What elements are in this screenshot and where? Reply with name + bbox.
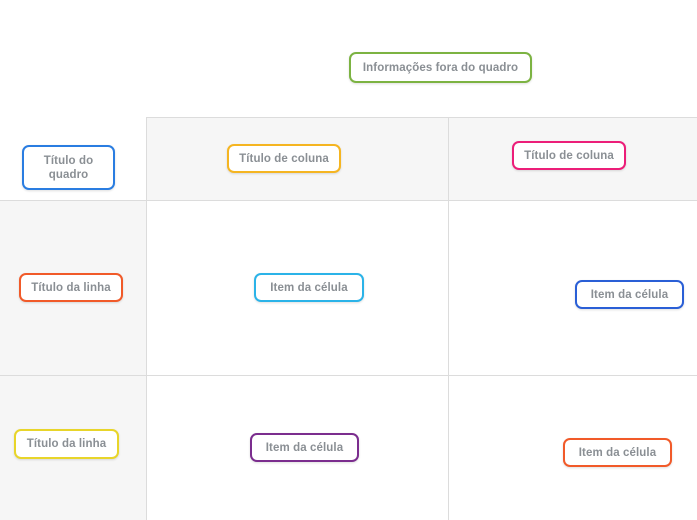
column-header-chip-1[interactable]: Título de coluna <box>227 144 341 173</box>
column-header-chip-2[interactable]: Título de coluna <box>512 141 626 170</box>
grid-line-row-header-right <box>146 117 147 520</box>
cell-item-chip-r2c2[interactable]: Item da célula <box>563 438 672 467</box>
row-header-chip-1[interactable]: Título da linha <box>19 273 123 302</box>
grid-line-row-1-bottom <box>0 375 697 376</box>
grid-line-column-1-right <box>448 117 449 520</box>
row-header-chip-2[interactable]: Título da linha <box>14 429 119 459</box>
outside-board-note-chip[interactable]: Informações fora do quadro <box>349 52 532 83</box>
cell-item-chip-r1c1[interactable]: Item da célula <box>254 273 364 302</box>
grid-line-header-top <box>147 117 697 118</box>
grid-line-header-bottom <box>0 200 697 201</box>
board-title-chip[interactable]: Título do quadro <box>22 145 115 190</box>
cell-item-chip-r1c2[interactable]: Item da célula <box>575 280 684 309</box>
cell-item-chip-r2c1[interactable]: Item da célula <box>250 433 359 462</box>
